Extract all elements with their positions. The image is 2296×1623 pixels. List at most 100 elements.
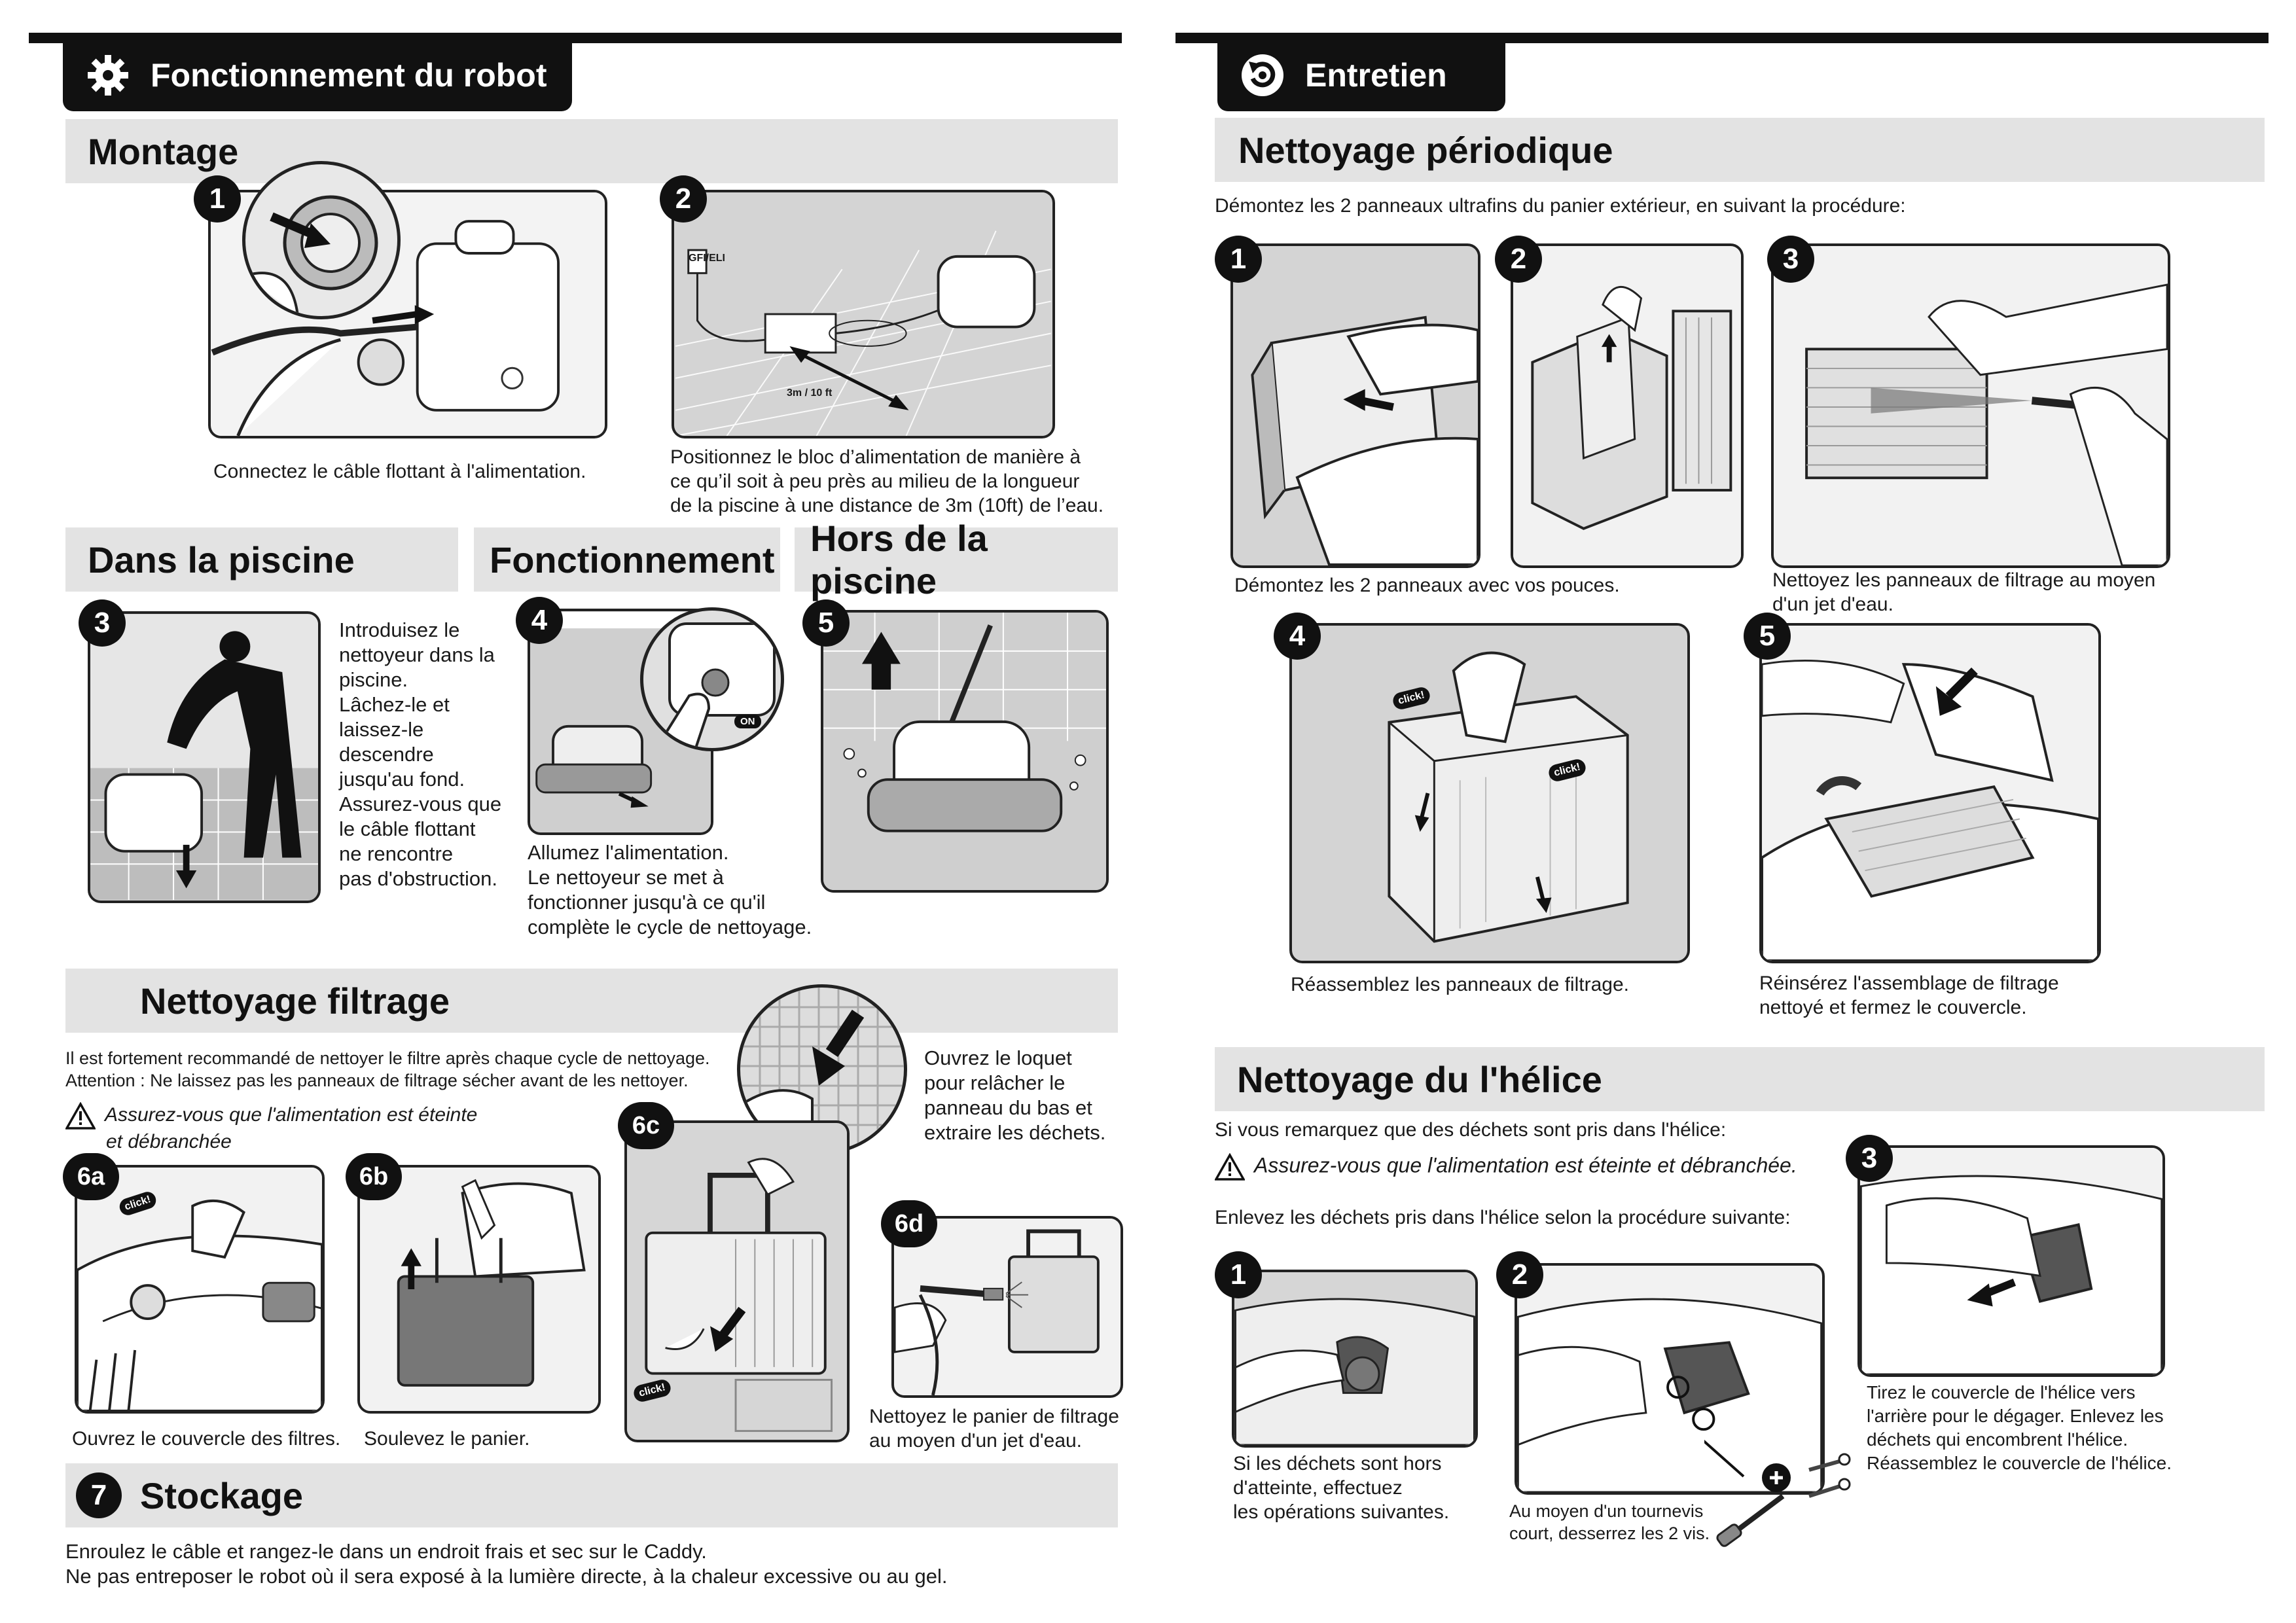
illustration-unscrew-cover bbox=[1515, 1263, 1825, 1495]
illustration-open-filter-lid bbox=[75, 1165, 325, 1414]
step-number: 7 bbox=[76, 1472, 122, 1518]
caption-line: Réinsérez l'assemblage de filtrage bbox=[1759, 972, 2059, 994]
step-number: 1 bbox=[194, 175, 241, 223]
caption-line: Positionnez le bloc d’alimentation de ma… bbox=[670, 446, 1081, 468]
zoom-screws bbox=[1683, 1423, 1861, 1548]
step-number: 4 bbox=[1274, 613, 1321, 660]
illustration-impeller-debris bbox=[1232, 1270, 1478, 1448]
step-number: 6b bbox=[346, 1153, 402, 1200]
warning-text: Assurez-vous que l'alimentation est étei… bbox=[1254, 1153, 1797, 1177]
step-number: 2 bbox=[1495, 236, 1542, 283]
caption-line: de la piscine à une distance de 3m (10ft… bbox=[670, 495, 1104, 516]
step-number: 6d bbox=[881, 1200, 937, 1247]
warning-icon bbox=[1215, 1153, 1245, 1181]
warning-text: Assurez-vous que l'alimentation est étei… bbox=[105, 1103, 478, 1126]
instruction-line: Tirez le couvercle de l'hélice vers bbox=[1867, 1382, 2136, 1402]
instruction-line: court, desserrez les 2 vis. bbox=[1509, 1524, 1710, 1543]
illustration-lift-basket bbox=[357, 1165, 601, 1414]
instruction-line: les opérations suivantes. bbox=[1233, 1501, 1450, 1523]
caption-line: Nettoyez le panier de filtrage bbox=[869, 1406, 1119, 1427]
illustration-reassemble-panels bbox=[1289, 623, 1690, 963]
heading-dans-la-piscine: Dans la piscine bbox=[65, 527, 458, 592]
step-number: 5 bbox=[1744, 613, 1791, 660]
illustration-rinse-panels bbox=[1771, 243, 2170, 568]
latch-instruction-line: panneau du bas et bbox=[924, 1096, 1092, 1119]
heading-hors-de-la-piscine: Hors de la piscine bbox=[795, 518, 1118, 601]
instruction-line: ne rencontre bbox=[339, 842, 454, 865]
caption-6a: Ouvrez le couvercle des filtres. bbox=[72, 1428, 341, 1450]
warning-line: Assurez-vous que l'alimentation est étei… bbox=[65, 1102, 477, 1130]
stockage-title: Stockage bbox=[140, 1474, 303, 1516]
heading-nettoyage-filtrage: Nettoyage filtrage bbox=[65, 969, 1118, 1033]
instruction-line: Introduisez le bbox=[339, 618, 460, 641]
caption-connect-cable: Connectez le câble flottant à l'alimenta… bbox=[213, 461, 586, 482]
section-title: Entretien bbox=[1305, 57, 1447, 94]
instruction-line: Si les déchets sont hors bbox=[1233, 1453, 1442, 1474]
intro-line: Démontez les 2 panneaux ultrafins du pan… bbox=[1215, 195, 1906, 217]
intro-line: Si vous remarquez que des déchets sont p… bbox=[1215, 1119, 1727, 1141]
step-number: 3 bbox=[1846, 1135, 1893, 1182]
gfi-label: GFI/ELI bbox=[689, 253, 725, 264]
heading-stockage: 7 Stockage bbox=[65, 1463, 1118, 1527]
zoom-power-button bbox=[640, 607, 784, 751]
latch-instruction-line: Ouvrez le loquet bbox=[924, 1046, 1072, 1069]
heading-fonctionnement: Fonctionnement bbox=[474, 527, 780, 592]
zoom-detail-circle bbox=[242, 161, 401, 319]
illustration-connect-cable bbox=[208, 190, 607, 438]
intro-line: Attention : Ne laissez pas les panneaux … bbox=[65, 1071, 689, 1090]
illustration-out-of-pool bbox=[821, 610, 1109, 893]
step-number: 6c bbox=[618, 1102, 674, 1149]
warning-icon bbox=[65, 1102, 96, 1130]
instruction-line: le câble flottant bbox=[339, 817, 476, 840]
caption-line: d'un jet d'eau. bbox=[1772, 594, 1893, 615]
latch-instruction-line: extraire les déchets. bbox=[924, 1121, 1106, 1144]
illustration-rinse-basket bbox=[891, 1216, 1123, 1398]
instruction-line: fonctionner jusqu'à ce qu'il bbox=[528, 891, 766, 914]
step-number: 1 bbox=[1215, 1251, 1262, 1298]
warning-line: Assurez-vous que l'alimentation est étei… bbox=[1215, 1153, 1797, 1181]
illustration-panels-out bbox=[1511, 243, 1744, 568]
illustration-power-placement bbox=[672, 190, 1055, 438]
instruction-line: déchets qui encombrent l'hélice. bbox=[1867, 1429, 2128, 1450]
instruction-line: piscine. bbox=[339, 668, 408, 691]
gear-icon bbox=[85, 52, 131, 98]
instruction-line: descendre bbox=[339, 743, 434, 766]
illustration-into-pool bbox=[88, 611, 321, 903]
distance-label: 3m / 10 ft bbox=[787, 387, 833, 399]
instruction-line: nettoyeur dans la bbox=[339, 643, 495, 666]
instruction-line: Au moyen d'un tournevis bbox=[1509, 1501, 1704, 1521]
caption-p4: Réassemblez les panneaux de filtrage. bbox=[1291, 974, 1629, 995]
intro-line: Enlevez les déchets pris dans l'hélice s… bbox=[1215, 1207, 1791, 1228]
step-number: 1 bbox=[1215, 236, 1262, 283]
intro-line: Il est fortement recommandé de nettoyer … bbox=[65, 1048, 710, 1068]
instruction-line: Réassemblez le couvercle de l'hélice. bbox=[1867, 1453, 2172, 1473]
caption-line: au moyen d'un jet d'eau. bbox=[869, 1430, 1083, 1452]
instruction-line: l'arrière pour le dégager. Enlevez les bbox=[1867, 1406, 2164, 1426]
caption-6b: Soulevez le panier. bbox=[364, 1428, 530, 1450]
instruction-line: jusqu'au fond. bbox=[339, 768, 465, 791]
step-number: 2 bbox=[1496, 1251, 1543, 1298]
instruction-line: d'atteinte, effectuez bbox=[1233, 1477, 1403, 1499]
caption-p1: Démontez les 2 panneaux avec vos pouces. bbox=[1234, 575, 1620, 596]
instruction-line: Assurez-vous que bbox=[339, 793, 502, 815]
heading-nettoyage-periodique: Nettoyage périodique bbox=[1215, 118, 2265, 182]
illustration-reinsert-filter bbox=[1759, 623, 2101, 963]
on-indicator: ON bbox=[734, 715, 761, 728]
step-number: 6a bbox=[63, 1153, 119, 1200]
step-number: 2 bbox=[660, 175, 707, 223]
instruction-line: laissez-le bbox=[339, 718, 424, 741]
maintenance-cycle-icon bbox=[1240, 52, 1285, 98]
instruction-line: Allumez l'alimentation. bbox=[528, 841, 729, 864]
heading-montage: Montage bbox=[65, 119, 1118, 183]
caption-line: nettoyé et fermez le couvercle. bbox=[1759, 997, 2027, 1018]
illustration-remove-panels bbox=[1230, 243, 1480, 568]
step-number: 4 bbox=[516, 597, 563, 644]
instruction-line: Lâchez-le et bbox=[339, 693, 450, 716]
section-tab-operation: Fonctionnement du robot bbox=[63, 39, 572, 111]
instruction-line: pas d'obstruction. bbox=[339, 867, 498, 890]
instruction-line: complète le cycle de nettoyage. bbox=[528, 916, 812, 938]
step-number: 5 bbox=[802, 599, 850, 647]
illustration-pull-cover bbox=[1857, 1145, 2165, 1377]
storage-line: Enroulez le câble et rangez-le dans un e… bbox=[65, 1540, 707, 1563]
caption-line: ce qu’il soit à peu près au milieu de la… bbox=[670, 471, 1080, 492]
